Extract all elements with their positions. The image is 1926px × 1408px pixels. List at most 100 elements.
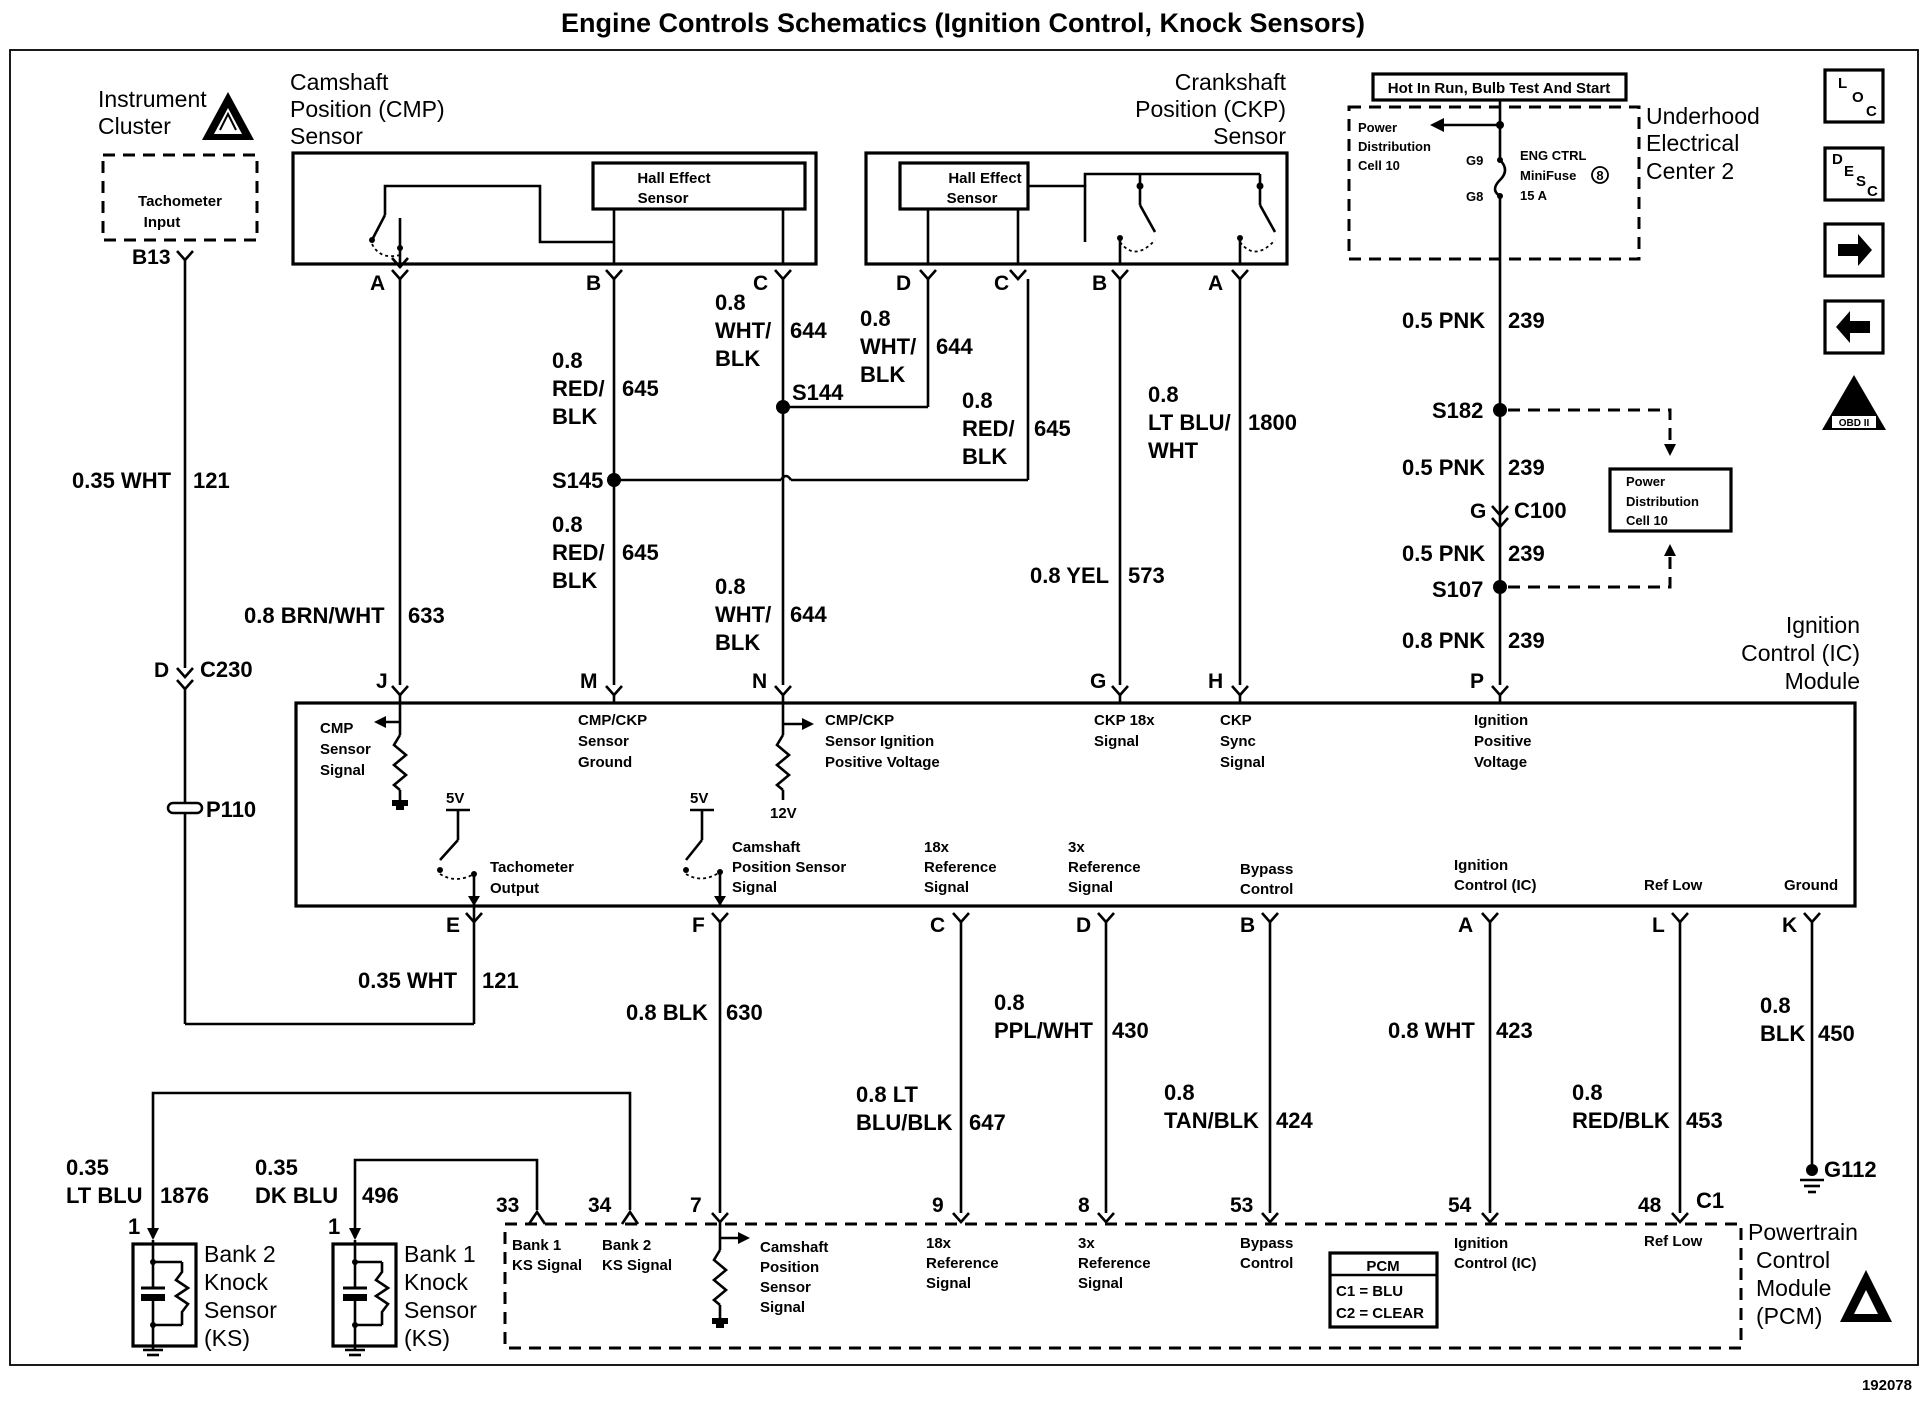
loc-icon-c: C: [1866, 103, 1877, 120]
desc-icon-s: S: [1856, 173, 1866, 190]
ic-ref-low-label: Ref Low: [1644, 877, 1703, 894]
ic-pin-e: E: [446, 914, 460, 937]
wire-1800-circuit: 1800: [1248, 410, 1297, 435]
tach-input-label-2: Input: [144, 214, 181, 231]
outer-frame: [9, 49, 1919, 1366]
ic-5v-label-2: 5V: [690, 790, 708, 807]
bank1-ks-pin: 1: [328, 1214, 340, 1239]
ic-ref3-label-2: Reference: [1068, 859, 1141, 876]
connector-p110: P110: [206, 797, 256, 822]
g8-label: G8: [1466, 189, 1483, 204]
bank1-ks-label-3: Sensor: [404, 1297, 477, 1323]
ic-module-label-3: Module: [1785, 668, 1860, 694]
ic-pin-p: P: [1470, 670, 1484, 693]
wire-644c-size: 0.8: [715, 574, 746, 599]
pcm-cam-label-4: Signal: [760, 1299, 805, 1316]
ic-ign-pos-label-2: Positive: [1474, 733, 1532, 750]
cmp-pin-c: C: [753, 272, 768, 295]
ground-g112-label: G112: [1824, 1157, 1877, 1182]
bank1-ks-label: Bank 1: [404, 1241, 476, 1267]
pcm-legend-c1: C1 = BLU: [1336, 1283, 1403, 1300]
ic-pin-h: H: [1208, 670, 1223, 693]
ic-sync-label-3: Signal: [1220, 754, 1265, 771]
pd-cell-label-3: Cell 10: [1358, 158, 1400, 173]
wire-645b-color: RED/: [552, 540, 605, 565]
wire-430-color: PPL/WHT: [994, 1018, 1094, 1043]
wire-1800-color: LT BLU/: [1148, 410, 1231, 435]
desc-icon-d: D: [1832, 151, 1843, 168]
pcm-ref3-label: 3x: [1078, 1235, 1095, 1252]
pcm-label-3: Module: [1756, 1275, 1831, 1301]
instrument-cluster-label-2: Cluster: [98, 113, 171, 139]
ic-12v-label: 12V: [770, 805, 797, 822]
left-arrow-icon[interactable]: [1823, 299, 1885, 355]
wire-630-label: 0.8 BLK: [626, 1000, 708, 1025]
ic-ground-label: CMP/CKP: [578, 712, 647, 729]
desc-icon[interactable]: D E S C: [1823, 146, 1885, 202]
pd-cell-box-label-3: Cell 10: [1626, 513, 1668, 528]
ic-ref3-label: 3x: [1068, 839, 1085, 856]
fuse-mark-circle: [1591, 166, 1609, 184]
wire-644c-circuit: 644: [790, 602, 827, 627]
wire-453-size: 0.8: [1572, 1080, 1603, 1105]
ic-sync-label: CKP: [1220, 712, 1252, 729]
pcm-ref-low-label: Ref Low: [1644, 1233, 1703, 1250]
wire-239a-label: 0.5 PNK: [1402, 308, 1485, 333]
pcm-pin-7: 7: [690, 1194, 702, 1217]
loc-icon[interactable]: L O C: [1823, 68, 1885, 124]
ic-ckp18-label-2: Signal: [1094, 733, 1139, 750]
wire-644b-size: 0.8: [860, 306, 891, 331]
ic-ground-label-2: Sensor: [578, 733, 629, 750]
ic-cam-sig-label-3: Signal: [732, 879, 777, 896]
pcm-connector-c1: C1: [1696, 1188, 1724, 1213]
instrument-cluster-label: Instrument: [98, 86, 207, 112]
wire-1876-size: 0.35: [66, 1155, 109, 1180]
pcm-pin-33: 33: [496, 1194, 519, 1217]
wire-239c-circuit: 239: [1508, 541, 1545, 566]
ckp-sensor-label-3: Sensor: [1213, 123, 1286, 149]
cmp-pin-b: B: [586, 272, 601, 295]
ic-voltage-label: CMP/CKP: [825, 712, 894, 729]
bank2-ks-pin: 1: [128, 1214, 140, 1239]
wire-239b-circuit: 239: [1508, 455, 1545, 480]
esd-warning-icon: [202, 92, 254, 140]
wire-450-circuit: 450: [1818, 1021, 1855, 1046]
pcm-bank2-label: Bank 2: [602, 1237, 651, 1254]
pcm-bypass-label-2: Control: [1240, 1255, 1293, 1272]
pcm-bank1-label: Bank 1: [512, 1237, 561, 1254]
loc-icon-l: L: [1838, 75, 1847, 92]
wire-121b-circuit: 121: [482, 968, 519, 993]
ckp-pin-b: B: [1092, 272, 1107, 295]
wire-645a-circuit: 645: [622, 376, 659, 401]
wire-573-circuit: 573: [1128, 563, 1165, 588]
ic-module-label-2: Control (IC): [1741, 640, 1860, 666]
ic-ground-out-label: Ground: [1784, 877, 1838, 894]
pcm-label-4: (PCM): [1756, 1303, 1822, 1329]
wire-1800-color-2: WHT: [1148, 438, 1199, 463]
pcm-label: Powertrain: [1748, 1219, 1858, 1245]
pcm-ign-ctrl-label-2: Control (IC): [1454, 1255, 1536, 1272]
pd-cell-label-2: Distribution: [1358, 139, 1431, 154]
right-arrow-icon[interactable]: [1823, 222, 1885, 278]
pcm-legend-c2: C2 = CLEAR: [1336, 1305, 1424, 1322]
wire-645a-size: 0.8: [552, 348, 583, 373]
instrument-cluster: Instrument Cluster Tachometer Input B13: [98, 86, 259, 269]
wire-645b-color-2: BLK: [552, 568, 597, 593]
wires-upper: 0.8 BRN/WHT 633 S145 0.8 RED/ BLK 645 0.…: [244, 279, 1297, 685]
cmp-sensor-label: Camshaft: [290, 69, 389, 95]
cmp-hall-label-2: Sensor: [638, 190, 689, 207]
ic-sync-label-2: Sync: [1220, 733, 1256, 750]
ic-pin-k: K: [1782, 914, 1797, 937]
ic-pin-n: N: [752, 670, 767, 693]
ic-tach-out-label-2: Output: [490, 880, 539, 897]
wire-644a-color: WHT/: [715, 318, 771, 343]
wire-424-size: 0.8: [1164, 1080, 1195, 1105]
wire-644b-color: WHT/: [860, 334, 916, 359]
ic-pin-d: D: [1076, 914, 1091, 937]
splice-s182-label: S182: [1432, 398, 1483, 423]
wire-496-size: 0.35: [255, 1155, 298, 1180]
wire-645a-color: RED/: [552, 376, 605, 401]
ic-ref3-label-3: Signal: [1068, 879, 1113, 896]
wire-453-circuit: 453: [1686, 1108, 1723, 1133]
